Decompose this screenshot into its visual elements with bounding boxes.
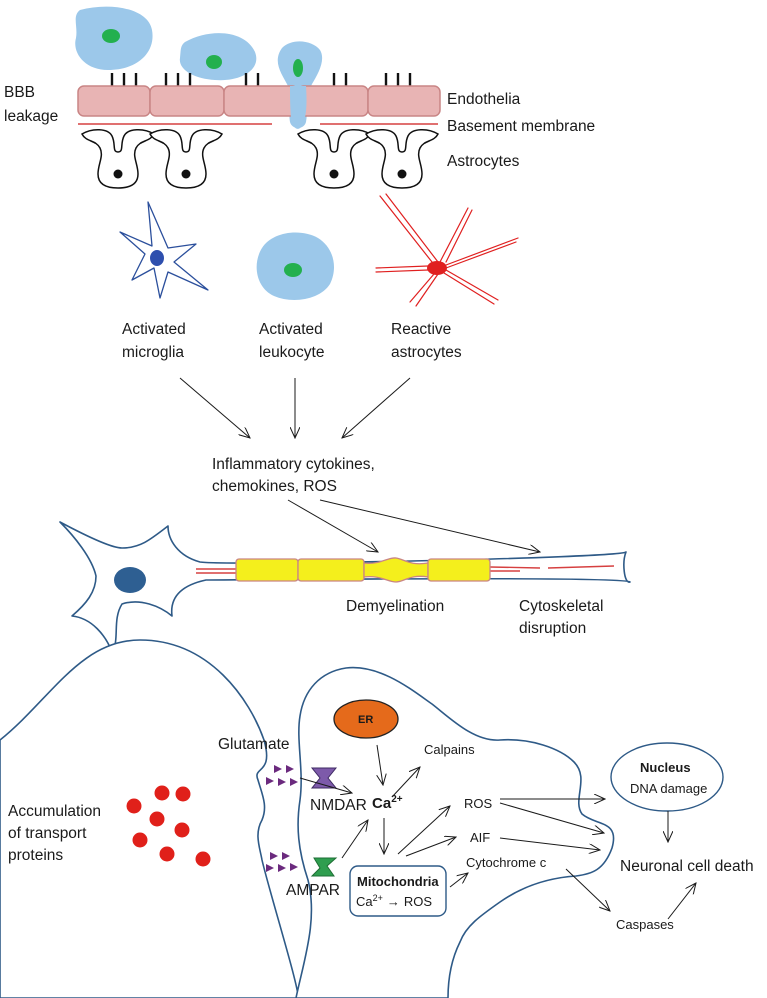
microglia-label-line1: Activated <box>122 321 186 338</box>
reactive-astro-label-line2: astrocytes <box>391 344 462 361</box>
reactive-astrocyte <box>375 193 519 307</box>
mitochondria-box <box>349 865 447 917</box>
ampar-receptor <box>310 857 338 877</box>
damage-arrows <box>287 499 540 552</box>
leukocyte-label-line2: leukocyte <box>259 344 324 361</box>
activated-cells-section: Activated microglia Activated leukocyte … <box>119 193 519 495</box>
astrocyte-nucleus <box>427 261 447 275</box>
accumulation-label-line3: proteins <box>8 847 63 864</box>
bbb-label-line1: BBB <box>4 84 35 101</box>
mito-arrow: → <box>387 894 400 909</box>
myelin-sheath <box>235 557 491 583</box>
accumulation-label-line2: of transport <box>8 825 87 842</box>
leukocyte-1-nucleus <box>102 29 120 43</box>
nmdar-label: NMDAR <box>310 797 367 814</box>
glutamate-label: Glutamate <box>218 736 290 753</box>
calcium-text: Ca <box>372 795 392 812</box>
ampar-label: AMPAR <box>286 882 340 899</box>
inflammation-label-line1: Inflammatory cytokines, <box>212 456 375 473</box>
transmigrating-nucleus <box>293 59 303 77</box>
astrocytes-label: Astrocytes <box>447 153 520 170</box>
basement-membrane-label: Basement membrane <box>447 118 595 135</box>
axon-cytoskeleton <box>196 565 615 574</box>
nucleus-subtitle: DNA damage <box>630 781 707 796</box>
cell-death-label: Neuronal cell death <box>620 858 754 875</box>
demyelination-label: Demyelination <box>346 598 444 615</box>
accumulation-label-line1: Accumulation <box>8 803 101 820</box>
leukocyte-nucleus <box>284 263 302 277</box>
calcium-label: Ca2+ <box>372 794 403 812</box>
neuron-nucleus <box>114 567 146 593</box>
synapse-section: ER Mitochondria Ca2+→ROS Nucleus DNA dam… <box>0 639 754 998</box>
inflammation-label-line2: chemokines, ROS <box>212 478 337 495</box>
transport-protein-accumulation <box>126 785 211 867</box>
nucleus-oval <box>610 742 724 812</box>
mitochondria-title: Mitochondria <box>357 874 439 889</box>
mito-ca-line: Ca2+ → ROS <box>356 893 432 909</box>
presynaptic-terminal <box>0 639 299 998</box>
microglia-label-line2: microglia <box>122 344 184 361</box>
bbb-section: BBB leakage Endothelia Basement membrane… <box>4 6 595 189</box>
caspases-label: Caspases <box>616 917 674 932</box>
tight-junctions <box>110 73 412 86</box>
endothelial-layer <box>77 85 441 117</box>
axon-section: Demyelination Cytoskeletal disruption <box>59 499 631 653</box>
transmigrating-leukocyte <box>277 41 323 128</box>
cytokine-arrows <box>179 377 411 438</box>
microglia-nucleus <box>150 250 164 266</box>
er-organelle <box>333 699 399 739</box>
calpains-label: Calpains <box>424 742 475 757</box>
cytoskeletal-label-line1: Cytoskeletal <box>519 598 603 615</box>
mito-ros: ROS <box>404 894 433 909</box>
cytochrome-label: Cytochrome c <box>466 855 547 870</box>
cytoskeletal-label-line2: disruption <box>519 620 586 637</box>
pathway-arrows <box>299 744 696 920</box>
transmigrating-tip <box>290 86 307 129</box>
endothelia-label: Endothelia <box>447 91 521 108</box>
aif-label: AIF <box>470 830 490 845</box>
glutamate-molecules <box>266 765 298 872</box>
leukocyte-2-nucleus <box>206 55 222 69</box>
nucleus-title: Nucleus <box>640 760 691 775</box>
ros-label: ROS <box>464 796 493 811</box>
mito-ca-sup: 2+ <box>373 893 383 903</box>
leukocyte-label-line1: Activated <box>259 321 323 338</box>
calcium-sup: 2+ <box>391 794 403 805</box>
astrocyte-endfeet <box>81 129 439 189</box>
er-label: ER <box>358 714 373 726</box>
reactive-astro-label-line1: Reactive <box>391 321 451 338</box>
mito-ca-text: Ca <box>356 894 373 909</box>
activated-microglia <box>119 201 209 299</box>
bbb-label-line2: leakage <box>4 108 58 125</box>
